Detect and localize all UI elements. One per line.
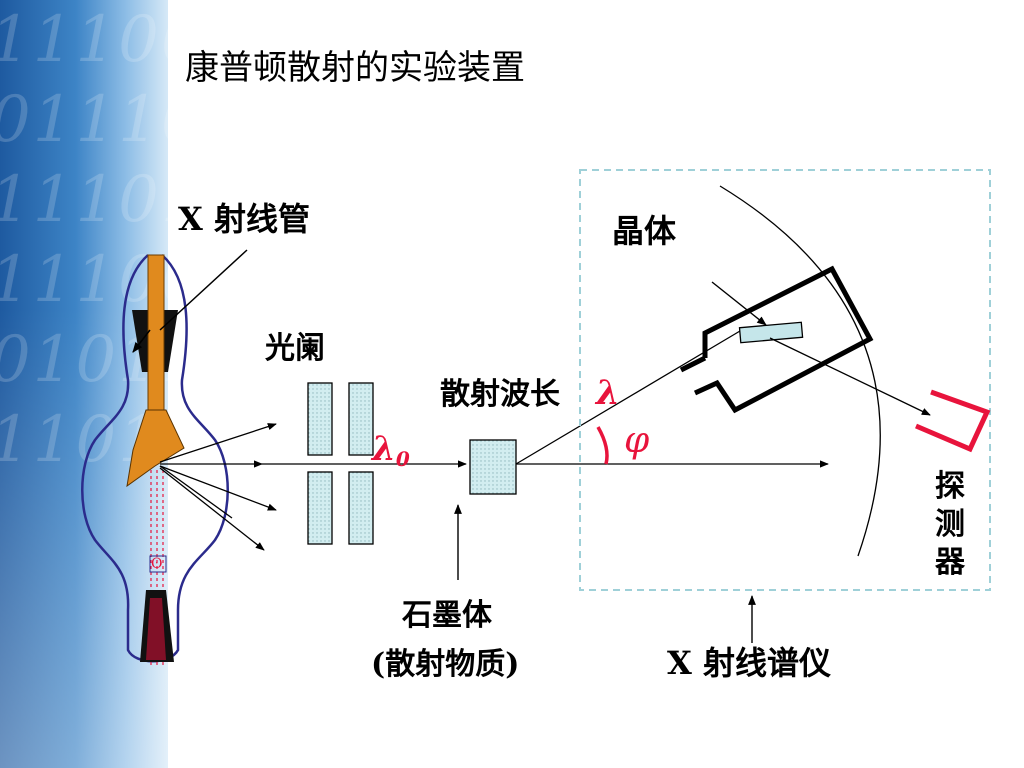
graphite-block [469, 439, 517, 495]
scatter-angle-symbol: φ [624, 420, 650, 461]
aperture-slit-upper-left [307, 382, 333, 456]
sidebar-digits-row: 01110 [0, 80, 168, 160]
decorative-sidebar: 11100 01110 11101 11100 01011 11010 [0, 0, 168, 768]
crystal-label: 晶体 [612, 212, 676, 250]
detector-label-char: 探 [935, 469, 965, 504]
scatter-angle-arc [596, 426, 609, 465]
filament-box [149, 555, 167, 573]
spectrometer-label: X 射线谱仪 [667, 644, 831, 682]
anode-rod [147, 254, 165, 416]
tube-label-arrow [132, 329, 151, 353]
filament-coil: ʘ [151, 556, 162, 572]
emitted-ray [159, 467, 265, 551]
graphite-label: 石墨体 [401, 598, 493, 633]
reflected-beam [769, 337, 931, 416]
graphite-sublabel: (散射物质) [371, 647, 519, 682]
aperture-label: 光阑 [265, 331, 325, 366]
crystal-pointer [711, 281, 767, 326]
aperture-slit-upper-right [348, 382, 374, 456]
page-title: 康普顿散射的实验装置 [185, 48, 525, 88]
anode-target [126, 409, 185, 488]
x-ray-tube-label: X 射线管 [178, 200, 310, 238]
sidebar-digits-row: 11101 [0, 160, 168, 240]
incident-wavelength-symbol: λ0 [370, 429, 410, 471]
emitted-ray [159, 423, 277, 463]
sidebar-fade [0, 0, 168, 768]
cathode-cup-highlight [146, 598, 166, 660]
tube-label-pointer [159, 249, 248, 331]
emitted-ray [159, 465, 277, 511]
spectrometer-boundary [579, 169, 991, 591]
crystal [738, 321, 804, 344]
detector-label-char: 测 [935, 507, 965, 542]
aperture-slit-lower-left [307, 471, 333, 545]
sidebar-digits-row: 11100 [0, 240, 168, 320]
detector-label-char: 器 [934, 545, 966, 580]
crystal-housing [693, 265, 874, 414]
detector [915, 389, 991, 453]
crystal-housing-inlet [679, 355, 707, 373]
sidebar-digits-row: 11100 [0, 0, 168, 80]
scattered-wavelength-symbol: λ [594, 373, 620, 413]
spectrometer-arc [719, 185, 881, 557]
emitted-ray [159, 465, 233, 519]
aperture-slit-lower-right [348, 471, 374, 545]
scattered-wavelength-label: 散射波长 [440, 377, 560, 412]
